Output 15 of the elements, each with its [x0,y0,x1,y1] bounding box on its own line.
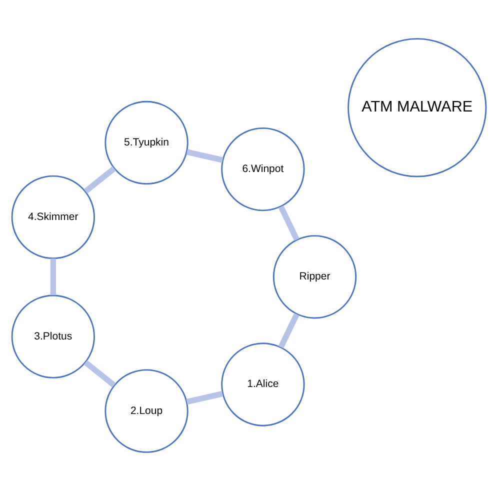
connector [278,205,300,241]
connector [278,312,300,348]
node-circle: 5.Tyupkin [104,100,188,185]
connector [186,149,224,163]
node-circle: 2.Loup [104,369,188,453]
connector [84,360,116,388]
connector [50,258,56,296]
connector [186,390,224,405]
node-circle: 1.Alice [221,342,305,426]
node-circle: ATM MALWARE [348,38,487,178]
node-circle: 4.Skimmer [11,175,95,260]
node-circle: 6.Winpot [221,127,305,212]
connector [84,166,116,194]
node-circle: 3.Plotus [11,294,95,378]
node-circle: Ripper [272,235,357,319]
